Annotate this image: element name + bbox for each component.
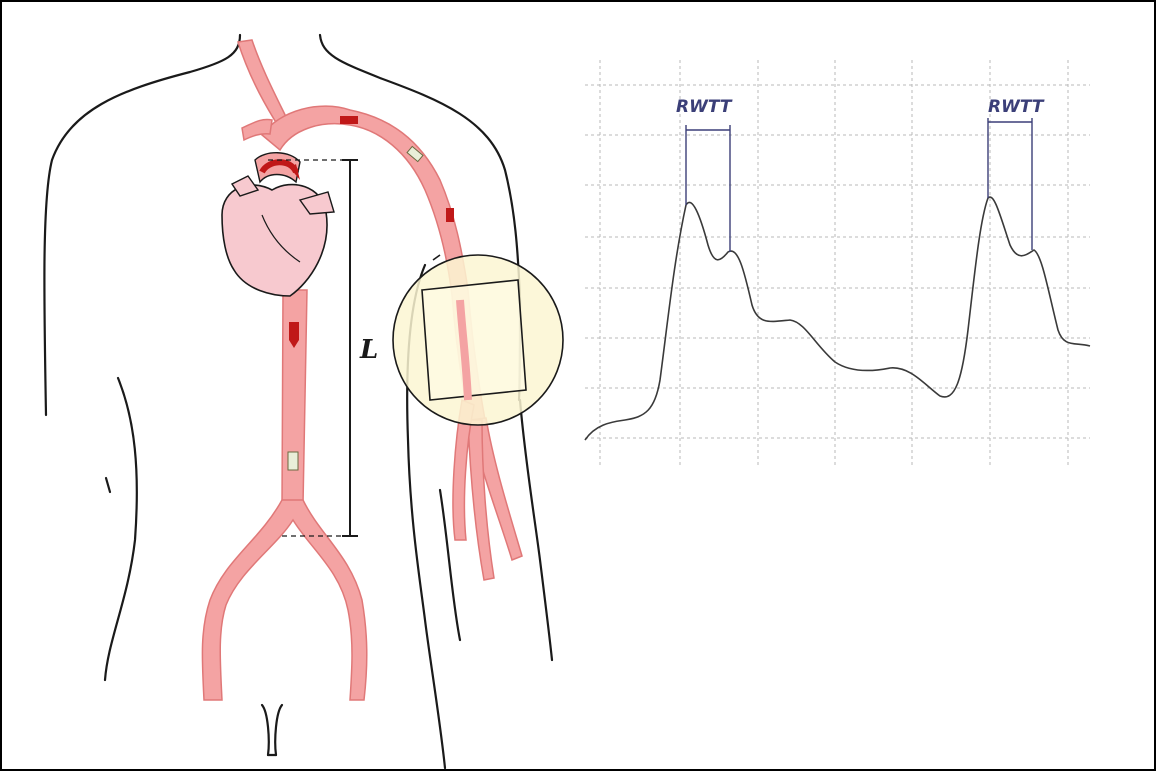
pressure-cuff-icon (393, 255, 563, 425)
rwtt-label-2: RWTT (988, 97, 1045, 117)
rwtt-marker-2 (988, 118, 1032, 250)
rwtt-label-1: RWTT (676, 97, 733, 117)
length-label: L (359, 335, 378, 365)
waveform-grid (585, 60, 1090, 465)
rwtt-marker-1 (686, 125, 730, 252)
heart-icon (222, 153, 334, 296)
pulse-waveform (585, 197, 1090, 440)
